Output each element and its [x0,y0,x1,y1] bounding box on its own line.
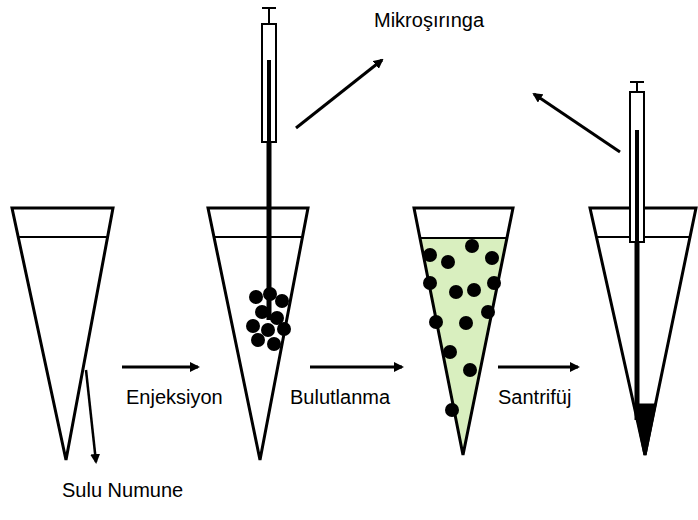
step-label: Bulutlanma [288,385,392,409]
syringe-label: Mikroşırınga [372,8,486,32]
step-label: Enjeksiyon [124,385,225,409]
step-label: Santrifüj [496,385,573,409]
sample-label: Sulu Numune [60,478,185,502]
